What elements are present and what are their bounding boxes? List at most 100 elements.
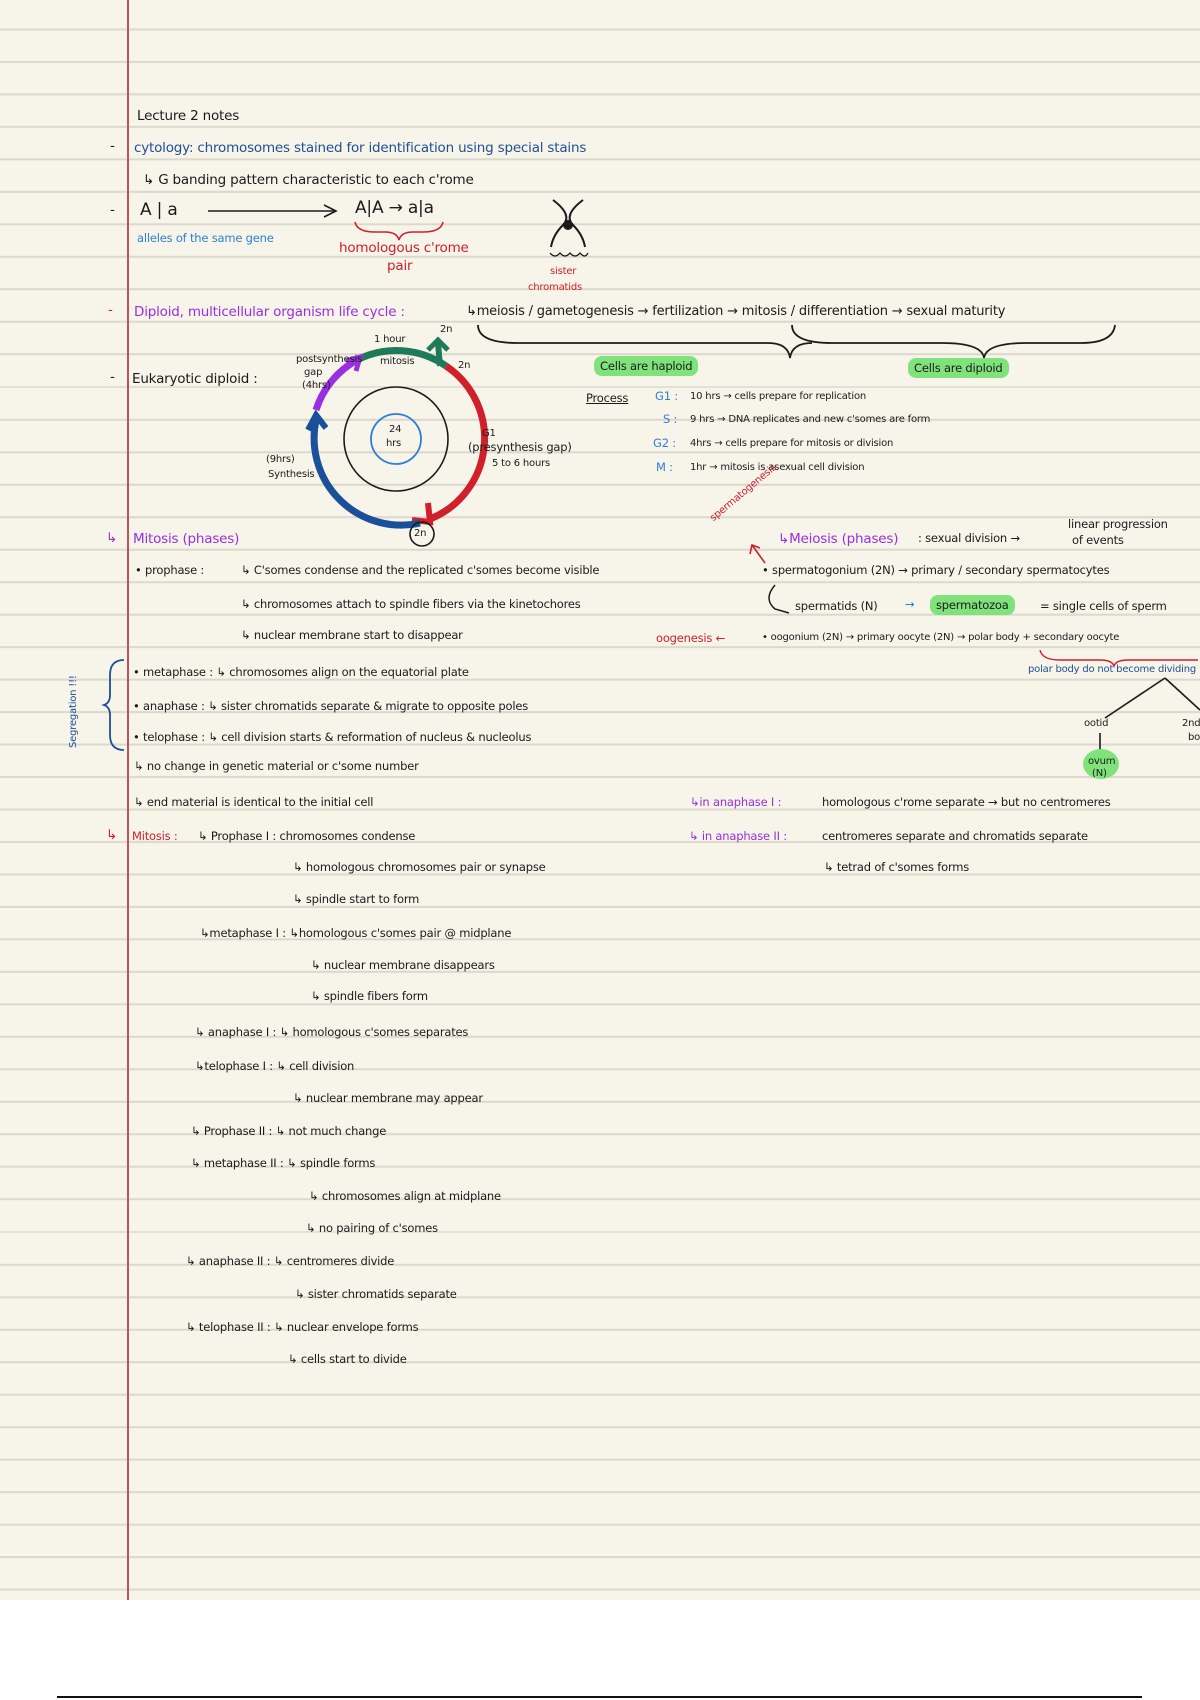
margin-dash: - bbox=[108, 302, 113, 318]
ovum-highlight bbox=[1083, 749, 1119, 779]
ootid: ootid bbox=[1084, 718, 1109, 729]
meiosis-line: ↳ anaphase I : ↳ homologous c'somes sepa… bbox=[195, 1025, 469, 1039]
meiosis-title: ↳Meiosis (phases) bbox=[778, 531, 899, 547]
cycle-center-24: 24 bbox=[389, 424, 402, 435]
prophase-label: • prophase : bbox=[135, 563, 205, 577]
meiosis-line: ↳ chromosomes align at midplane bbox=[309, 1189, 501, 1203]
ovum-n: (N) bbox=[1092, 768, 1107, 779]
anaphase2-label: ↳ in anaphase II : bbox=[689, 829, 787, 843]
g-banding-line: ↳ G banding pattern characteristic to ea… bbox=[143, 172, 474, 188]
alleles-symbol: A | a bbox=[140, 200, 178, 220]
spermatozoa-arrow: → bbox=[905, 597, 915, 611]
meiosis-line: ↳ homologous chromosomes pair or synapse bbox=[293, 860, 546, 874]
homolog-symbol: A|A → a|a bbox=[355, 198, 434, 218]
cycle-2n-right: 2n bbox=[458, 360, 471, 371]
margin-dash: - bbox=[110, 369, 115, 385]
cycle-mitosis: mitosis bbox=[380, 356, 415, 367]
cytology-line: cytology: chromosomes stained for identi… bbox=[134, 140, 587, 156]
meiosis-line: ↳ nuclear membrane disappears bbox=[311, 958, 495, 972]
oogenesis-label: oogenesis ← bbox=[656, 631, 726, 645]
sexual-division: : sexual division → bbox=[918, 531, 1020, 545]
meiosis-label: Mitosis : bbox=[132, 829, 178, 843]
sister-label: sister bbox=[550, 266, 577, 277]
homolog-label-pair: pair bbox=[387, 258, 413, 274]
margin-arrow: ↳ bbox=[106, 827, 118, 843]
process-phase: M : bbox=[656, 460, 673, 474]
linear-progression: linear progression bbox=[1068, 517, 1168, 531]
margin-dash: - bbox=[110, 138, 115, 154]
page-title: Lecture 2 notes bbox=[137, 108, 240, 124]
single-cells: = single cells of sperm bbox=[1040, 599, 1167, 613]
margin-line bbox=[127, 0, 129, 1600]
prophase-item: ↳ chromosomes attach to spindle fibers v… bbox=[241, 597, 581, 611]
cycle-2n-top: 2n bbox=[440, 324, 453, 335]
process-phase: S : bbox=[663, 412, 678, 426]
drawings bbox=[101, 199, 1200, 779]
cycle-9hrs: (9hrs) bbox=[266, 454, 295, 465]
curved-arrow-icon bbox=[768, 584, 790, 614]
ovum: ovum bbox=[1088, 756, 1116, 767]
process-phase: G2 : bbox=[653, 436, 676, 450]
polar-brace bbox=[1039, 649, 1198, 669]
cycle-g1-hours: 5 to 6 hours bbox=[492, 458, 551, 469]
second-polar-body: body bbox=[1188, 732, 1200, 743]
chromosome-icon bbox=[549, 199, 589, 257]
margin-dash: - bbox=[110, 202, 115, 218]
spermatogonium-line: • spermatogonium (2N) → primary / second… bbox=[762, 563, 1110, 577]
cycle-gap: gap bbox=[304, 367, 323, 378]
chromatids-label: chromatids bbox=[528, 282, 582, 293]
meiosis-line: ↳ spindle fibers form bbox=[311, 989, 428, 1003]
notebook-page bbox=[0, 0, 1200, 1600]
cycle-synthesis: Synthesis bbox=[268, 469, 315, 480]
process-text: 10 hrs → cells prepare for replication bbox=[690, 391, 867, 402]
diploid-badge: Cells are diploid bbox=[908, 358, 1009, 378]
meiosis-line: ↳metaphase I : ↳homologous c'somes pair … bbox=[200, 926, 512, 940]
meiosis-line: ↳ cells start to divide bbox=[288, 1352, 407, 1366]
meiosis-line: ↳ anaphase II : ↳ centromeres divide bbox=[186, 1254, 395, 1268]
meiosis-line: ↳ telophase II : ↳ nuclear envelope form… bbox=[186, 1320, 419, 1334]
end-material-line: ↳ end material is identical to the initi… bbox=[134, 795, 374, 809]
telophase-line: • telophase : ↳ cell division starts & r… bbox=[133, 730, 532, 744]
anaphase2-text: centromeres separate and chromatids sepa… bbox=[822, 829, 1088, 843]
cycle-postsynthesis: postsynthesis bbox=[296, 354, 363, 365]
meiosis-line: ↳ Prophase I : chromosomes condense bbox=[198, 829, 416, 843]
margin-arrow: ↳ bbox=[106, 530, 118, 546]
second-polar: 2nd polar bbox=[1182, 718, 1200, 729]
meiosis-line: ↳telophase I : ↳ cell division bbox=[195, 1059, 355, 1073]
process-text: 4hrs → cells prepare for mitosis or divi… bbox=[690, 438, 894, 449]
cycle-4hrs: (4hrs) bbox=[302, 380, 331, 391]
cycle-g1: G1 bbox=[482, 428, 496, 439]
process-label: Process bbox=[586, 391, 629, 405]
cycle-2n-bottom: 2n bbox=[414, 528, 427, 539]
meiosis-line: ↳ nuclear membrane may appear bbox=[293, 1091, 483, 1105]
prophase-item: ↳ nuclear membrane start to disappear bbox=[241, 628, 463, 642]
spermatozoa-badge: spermatozoa bbox=[930, 595, 1015, 615]
anaphase1-text: homologous c'rome separate → but no cent… bbox=[822, 795, 1111, 809]
homolog-brace bbox=[354, 221, 444, 241]
homolog-label: homologous c'rome bbox=[339, 240, 469, 256]
process-text: 9 hrs → DNA replicates and new c'somes a… bbox=[690, 414, 931, 425]
metaphase-line: • metaphase : ↳ chromosomes align on the… bbox=[133, 665, 469, 679]
arrow-up-icon bbox=[749, 543, 766, 564]
arrow-right-icon bbox=[208, 204, 338, 218]
cycle-center-hrs: hrs bbox=[386, 438, 402, 449]
tetrad-line: ↳ tetrad of c'somes forms bbox=[824, 860, 970, 874]
segregation-brace bbox=[101, 659, 125, 751]
haploid-badge: Cells are haploid bbox=[594, 356, 699, 376]
alleles-label: alleles of the same gene bbox=[137, 231, 274, 245]
oocyte-tree bbox=[1099, 677, 1200, 750]
meiosis-line: ↳ spindle start to form bbox=[293, 892, 420, 906]
cycle-presynthesis: (presynthesis gap) bbox=[468, 440, 572, 454]
meiosis-line: ↳ metaphase II : ↳ spindle forms bbox=[191, 1156, 376, 1170]
diploid-flow: ↳meiosis / gametogenesis → fertilization… bbox=[466, 304, 1006, 319]
diploid-brace bbox=[791, 324, 1116, 359]
diploid-label: Diploid, multicellular organism life cyc… bbox=[134, 304, 405, 320]
meiosis-line: ↳ Prophase II : ↳ not much change bbox=[191, 1124, 387, 1138]
oogonium-line: • oogonium (2N) → primary oocyte (2N) → … bbox=[762, 632, 1120, 643]
prophase-item: ↳ C'somes condense and the replicated c'… bbox=[241, 563, 600, 577]
meiosis-line: ↳ no pairing of c'somes bbox=[306, 1221, 438, 1235]
segregation-label: Segregation !!! bbox=[68, 675, 79, 748]
anaphase-line: • anaphase : ↳ sister chromatids separat… bbox=[133, 699, 529, 713]
haploid-brace bbox=[477, 324, 813, 359]
cell-cycle-diagram bbox=[305, 336, 489, 547]
